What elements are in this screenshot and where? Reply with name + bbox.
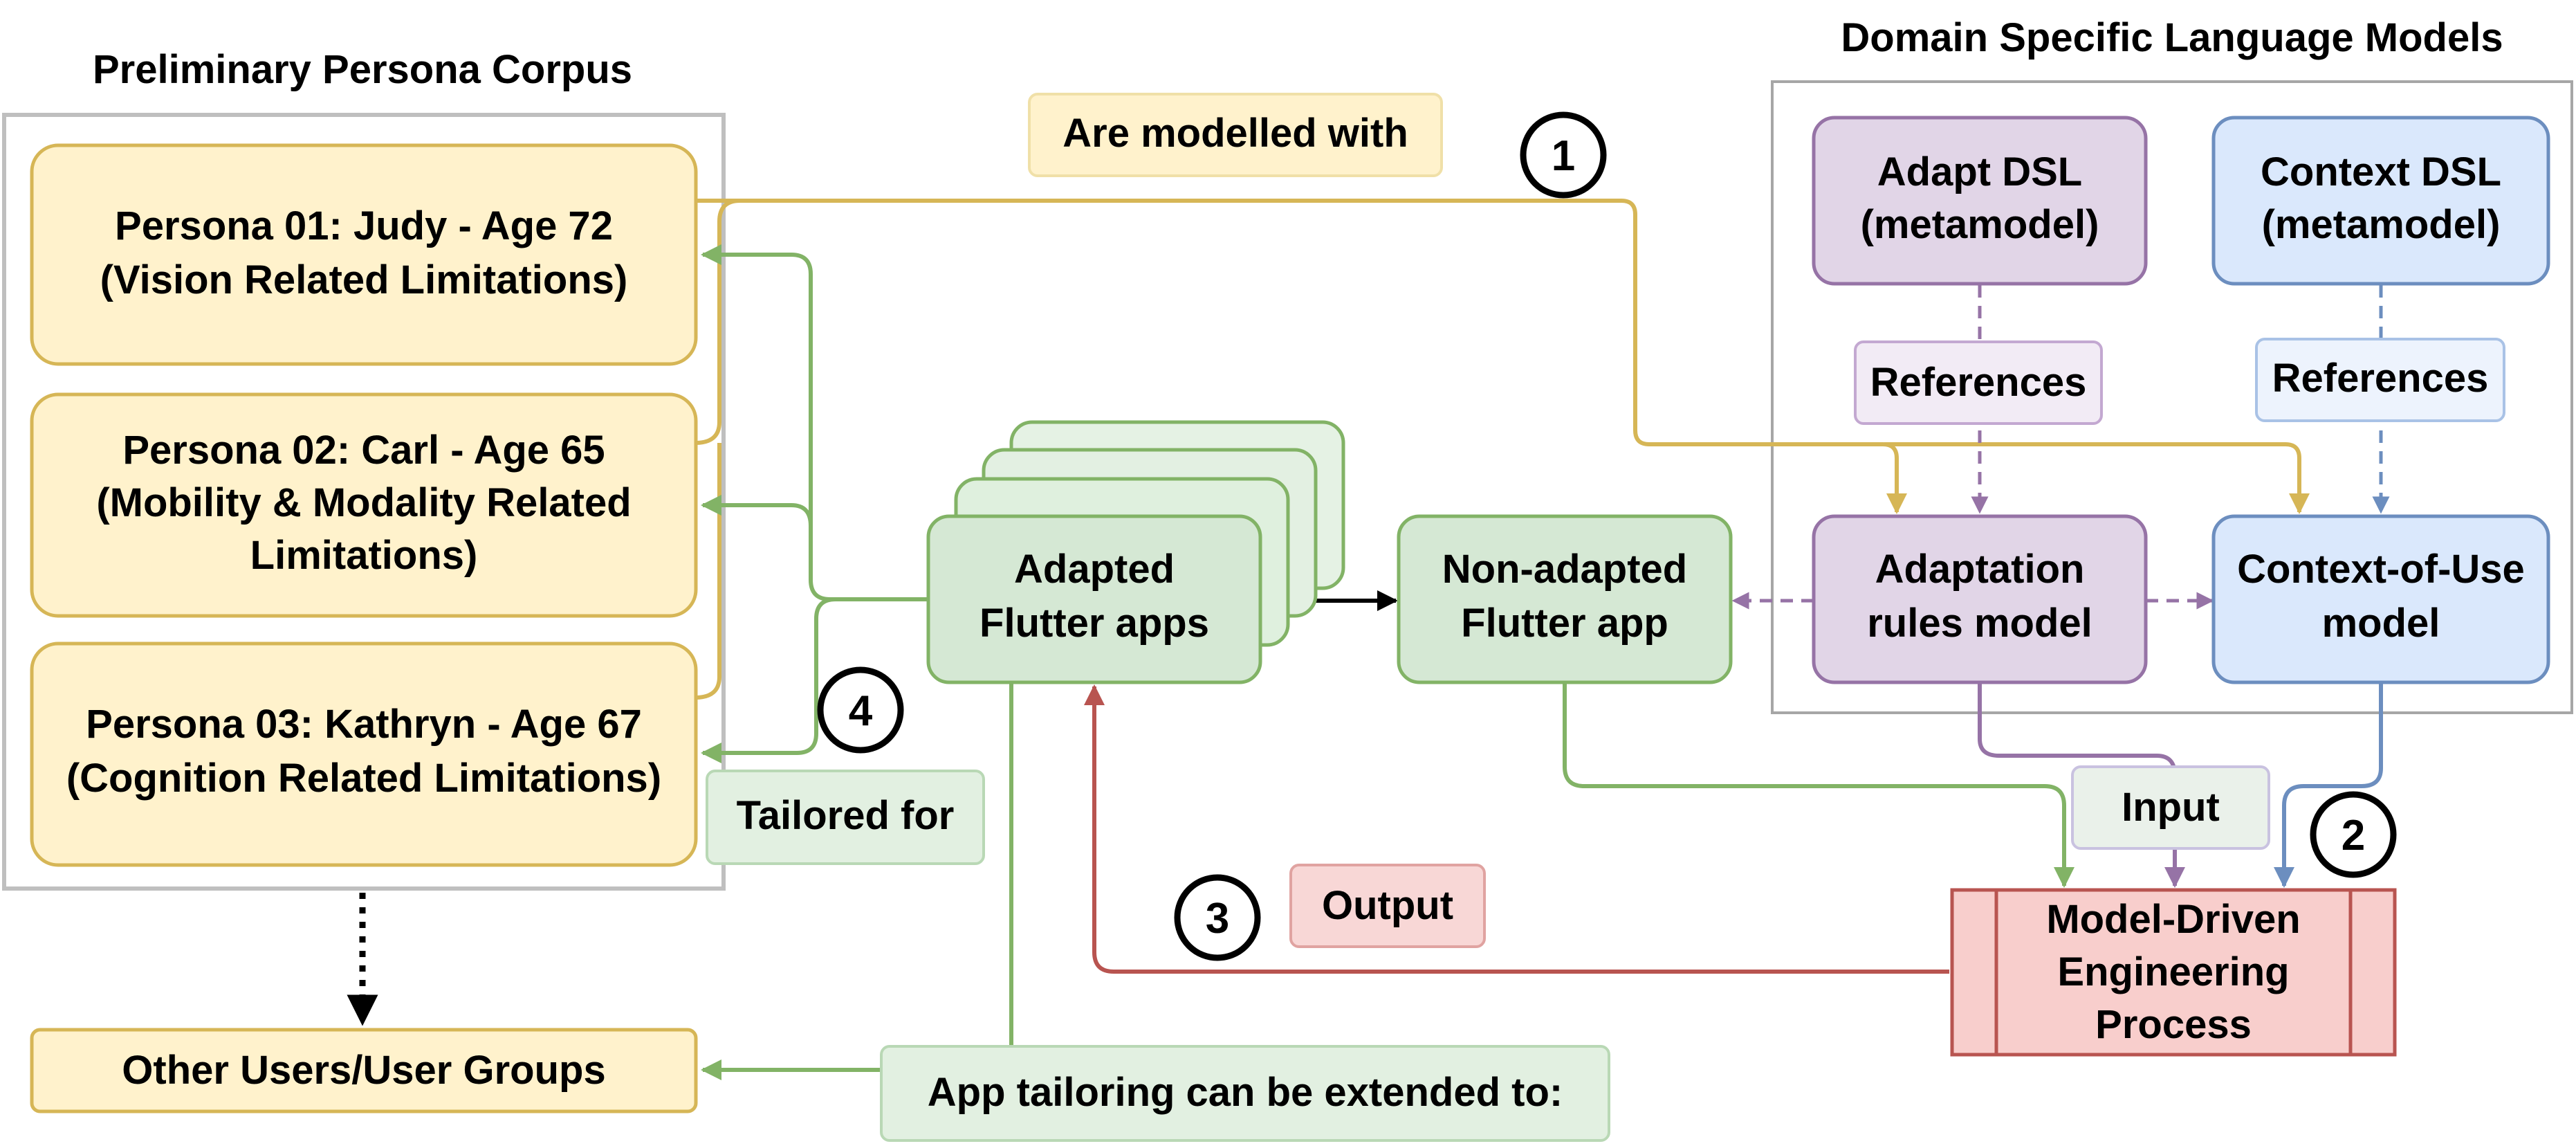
extended-to-label: App tailoring can be extended to:: [880, 1045, 1610, 1142]
persona-corpus-title: Preliminary Persona Corpus: [93, 47, 632, 92]
non-adapted-line2: Flutter app: [1461, 601, 1668, 646]
adapt-dsl-line2: (metamodel): [1861, 202, 2099, 247]
mde-line2: Engineering: [2057, 949, 2289, 994]
modelled-with-label: Are modelled with: [1028, 93, 1443, 177]
adapt-dsl-line1: Adapt DSL: [1877, 149, 2082, 194]
mde-line3: Process: [2095, 1002, 2252, 1047]
step-3-number: 3: [1206, 895, 1229, 943]
mde-line1: Model-Driven: [2046, 897, 2300, 942]
context-dsl-line1: Context DSL: [2261, 149, 2501, 194]
context-references-label: References: [2255, 338, 2505, 422]
adapt-dsl-box: Adapt DSL (metamodel): [1812, 116, 2148, 286]
context-of-use-line1: Context-of-Use: [2237, 547, 2525, 592]
step-4-marker: 4: [817, 666, 904, 754]
output-text: Output: [1322, 883, 1453, 928]
tailored-for-connector: [701, 244, 930, 601]
persona-03-connector: [694, 443, 721, 700]
persona-01-line2: (Vision Related Limitations): [100, 257, 628, 302]
step-4-number: 4: [849, 687, 873, 735]
non-adapted-line1: Non-adapted: [1442, 547, 1687, 592]
persona-03-box: Persona 03: Kathryn - Age 67 (Cognition …: [30, 642, 698, 867]
persona-02-line3: Limitations): [250, 533, 478, 578]
step-2-number: 2: [2342, 812, 2365, 860]
input-text: Input: [2122, 785, 2220, 830]
modelled-with-connector-to-context: [1884, 442, 2310, 514]
context-input-connector: [2274, 682, 2383, 888]
other-users-label: Other Users/User Groups: [122, 1048, 605, 1093]
adapt-references-label: References: [1854, 340, 2103, 425]
tailored-for-connector-02: [701, 495, 813, 527]
step-3-marker: 3: [1174, 874, 1261, 961]
dsl-models-frame: [1771, 80, 2573, 714]
extended-to-text: App tailoring can be extended to:: [928, 1070, 1563, 1115]
persona-02-box: Persona 02: Carl - Age 65 (Mobility & Mo…: [30, 392, 698, 618]
adapted-apps-box: [926, 514, 1262, 684]
tailored-for-text: Tailored for: [737, 793, 955, 838]
input-label: Input: [2071, 765, 2270, 850]
context-dsl-box: Context DSL (metamodel): [2211, 116, 2550, 286]
adapted-line2: Flutter apps: [979, 601, 1209, 646]
step-1-number: 1: [1552, 132, 1575, 180]
context-of-use-line2: model: [2322, 601, 2440, 646]
other-users-box: Other Users/User Groups: [30, 1028, 698, 1113]
adaptation-rules-line2: rules model: [1867, 601, 2092, 646]
output-connector: [1084, 684, 1949, 974]
persona-03-line2: (Cognition Related Limitations): [66, 756, 661, 801]
context-references-text: References: [2272, 356, 2489, 401]
modelled-with-text: Are modelled with: [1062, 111, 1408, 156]
dsl-models-title: Domain Specific Language Models: [1841, 15, 2503, 60]
adapted-line1: Adapted: [1014, 547, 1175, 592]
persona-02-connector: [694, 199, 741, 445]
tailored-for-connector-03: [701, 597, 930, 763]
context-of-use-box: Context-of-Use model: [2211, 514, 2550, 684]
non-adapted-input-connector: [1563, 682, 2074, 888]
adapted-apps-stack: Adapted Flutter apps: [926, 420, 1345, 684]
tailored-for-label: Tailored for: [706, 770, 985, 865]
output-label: Output: [1289, 864, 1486, 948]
context-dsl-line2: (metamodel): [2262, 202, 2501, 247]
adapt-references-text: References: [1870, 360, 2087, 405]
persona-01-box: Persona 01: Judy - Age 72 (Vision Relate…: [30, 143, 698, 366]
adaptation-rules-line1: Adaptation: [1875, 547, 2085, 592]
non-adapted-app-box: Non-adapted Flutter app: [1397, 514, 1733, 684]
adaptation-rules-box: Adaptation rules model: [1812, 514, 2148, 684]
persona-01-line1: Persona 01: Judy - Age 72: [115, 203, 613, 248]
persona-02-line2: (Mobility & Modality Related: [96, 480, 631, 525]
mde-process-box: Model-Driven Engineering Process: [1950, 888, 2397, 1057]
persona-02-line1: Persona 02: Carl - Age 65: [122, 428, 605, 473]
step-1-marker: 1: [1520, 111, 1607, 199]
persona-corpus-frame: [2, 113, 726, 891]
persona-03-line1: Persona 03: Kathryn - Age 67: [86, 702, 642, 747]
step-2-marker: 2: [2310, 791, 2397, 878]
modelled-with-connector: [695, 199, 1907, 514]
